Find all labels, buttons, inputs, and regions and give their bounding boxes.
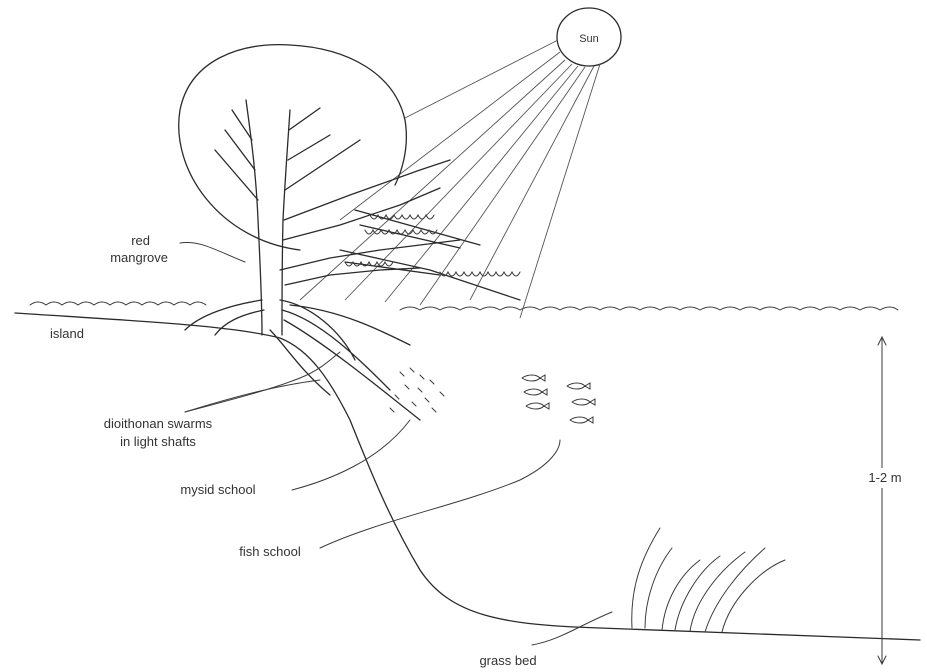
red-mangrove-label-line2: mangrove (110, 250, 168, 265)
sun: Sun (557, 8, 621, 66)
red-mangrove-label-line1: red (131, 233, 150, 248)
tree-trunk (246, 100, 290, 335)
depth-dimension: 1-2 m (858, 337, 912, 664)
swarms-label-line2: in light shafts (120, 434, 196, 449)
fish-school (522, 375, 595, 423)
island-label: island (50, 326, 84, 341)
swarms-label-line1: dioithonan swarms (104, 416, 213, 431)
water-surface (30, 302, 898, 310)
grass-bed (632, 528, 785, 632)
seafloor-profile (15, 313, 920, 640)
mysid-school (390, 368, 444, 412)
red-mangrove-tree (179, 45, 520, 420)
sun-label: Sun (579, 33, 599, 45)
fish-school-label: fish school (239, 544, 301, 559)
grass-bed-label: grass bed (479, 653, 536, 668)
mysid-school-label: mysid school (180, 482, 255, 497)
depth-label: 1-2 m (868, 470, 901, 485)
tree-canopy (179, 45, 407, 250)
